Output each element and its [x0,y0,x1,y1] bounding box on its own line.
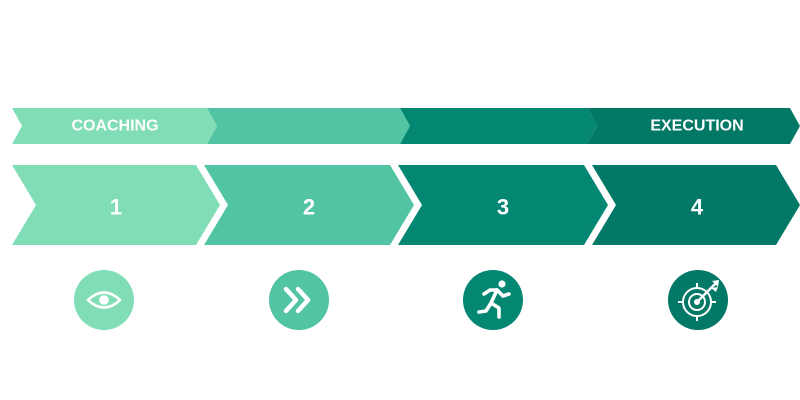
step-number-1: 1 [110,195,122,220]
target-arrow-icon [668,270,728,330]
step-icons [74,270,728,330]
phase-band: COACHING EXECUTION [12,108,800,144]
step-chevron-3: 3 [398,165,608,245]
band-segment-1 [12,108,217,144]
step-number-3: 3 [497,195,509,220]
band-segment-2 [207,108,410,144]
step-chevron-4: 4 [592,165,800,245]
band-segment-4 [587,108,800,144]
eye-icon [74,270,134,330]
band-start-label: COACHING [71,118,158,135]
step-chevrons: 1 2 3 4 [12,165,800,245]
band-end-label: EXECUTION [650,118,743,135]
double-chevron-right-icon [269,270,329,330]
band-segment-3 [400,108,597,144]
step-number-2: 2 [303,195,315,220]
step-number-4: 4 [691,195,704,220]
running-person-icon [463,270,523,330]
step-chevron-1: 1 [12,165,220,245]
step-chevron-2: 2 [204,165,414,245]
